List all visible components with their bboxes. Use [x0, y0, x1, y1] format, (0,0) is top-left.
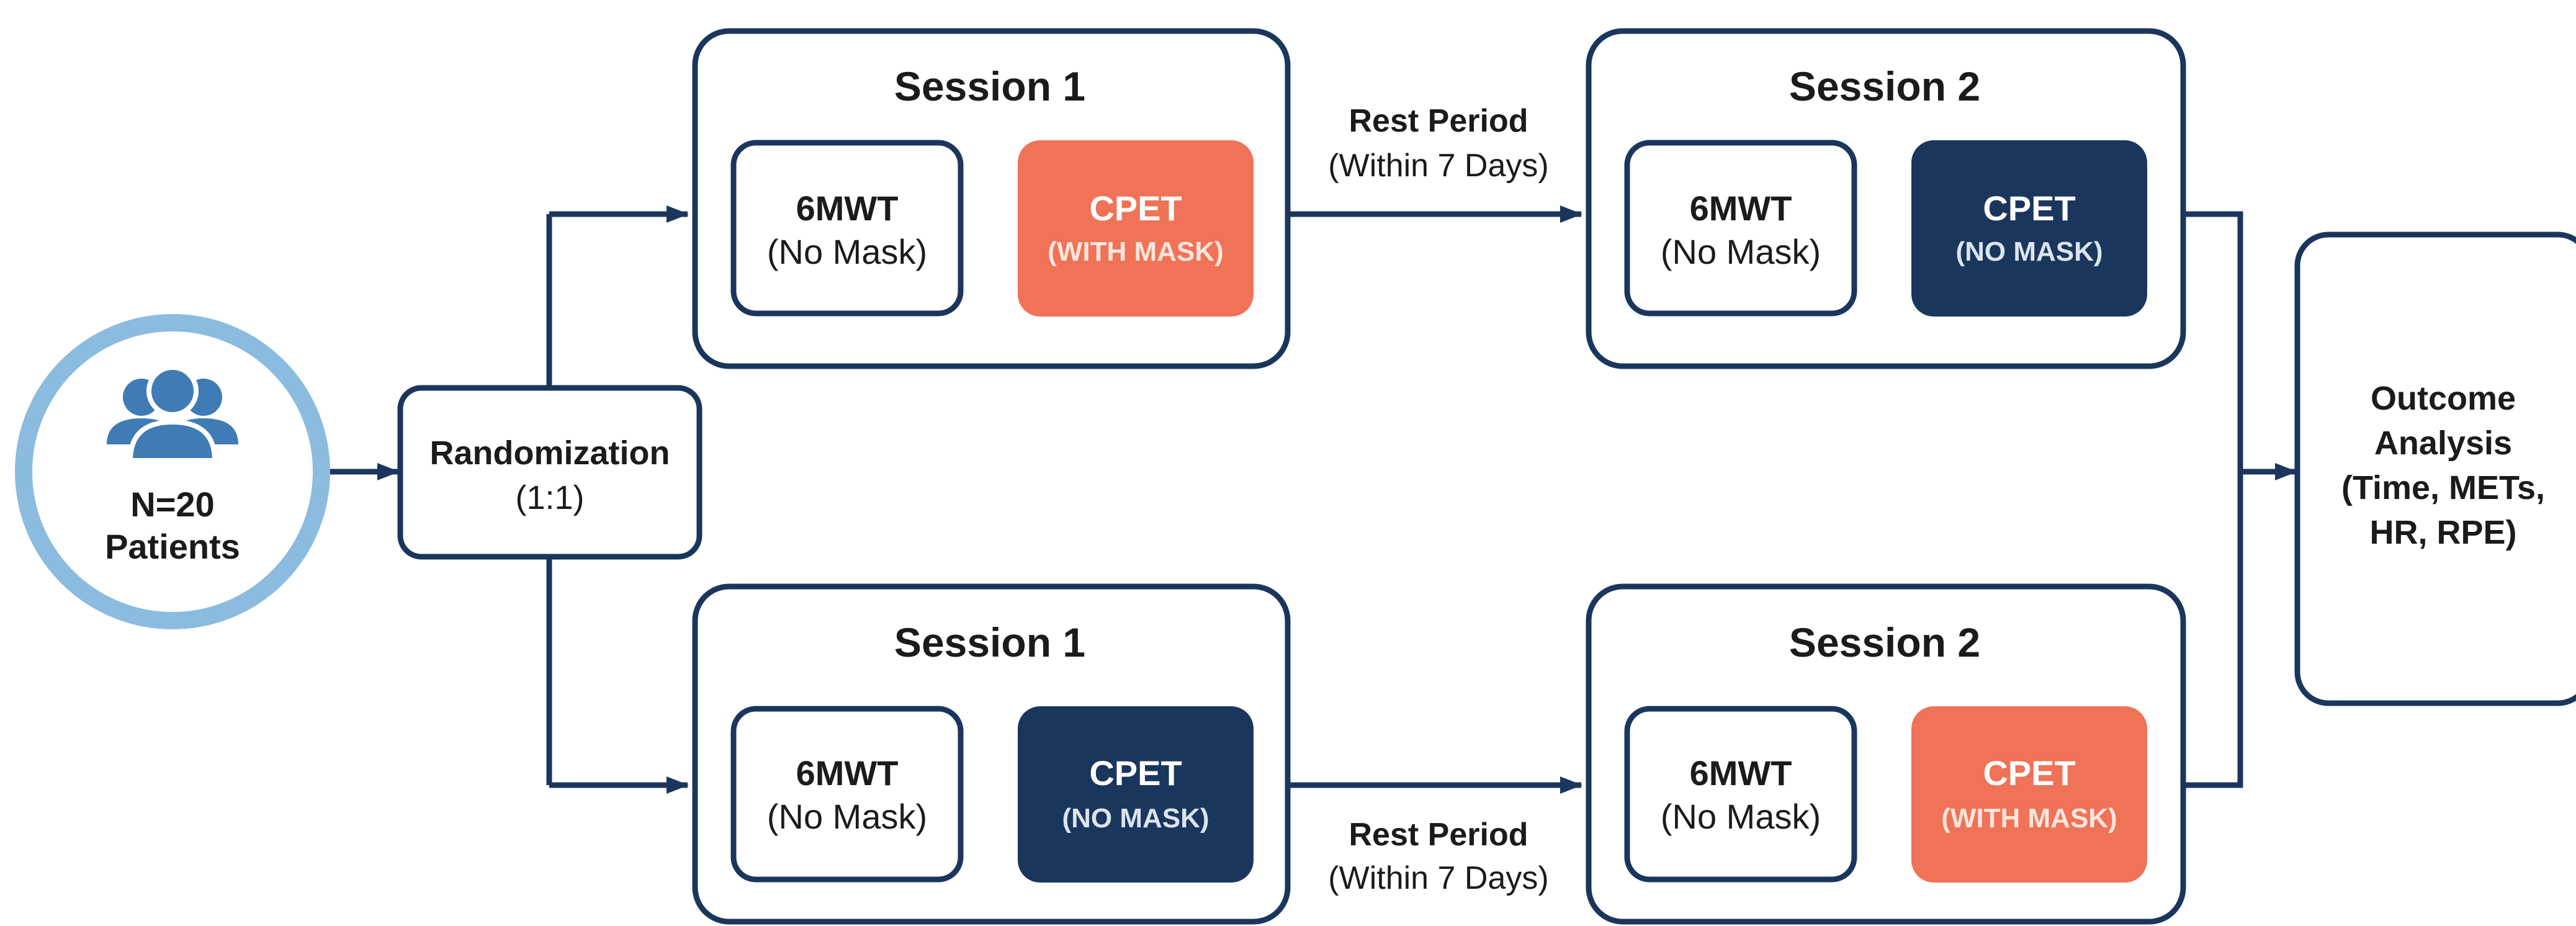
bottom-session2: Session 2 6MWT (No Mask) CPET (WITH MASK…	[1586, 583, 2186, 925]
bottom-session1-6mwt-box	[730, 706, 964, 883]
outcome-line3: (Time, METs,	[2341, 469, 2545, 506]
bottom-session2-6mwt-box	[1624, 706, 1857, 883]
top-session1-6mwt-note: (No Mask)	[767, 232, 927, 271]
line-top-merge	[2184, 211, 2243, 788]
top-session2-cpet-label: CPET	[1983, 189, 2075, 228]
top-session2-6mwt-box	[1624, 140, 1857, 317]
patients-node: N=20 Patients	[15, 314, 330, 629]
outcome-node: Outcome Analysis (Time, METs, HR, RPE)	[2294, 232, 2576, 706]
top-session1-6mwt-label: 6MWT	[796, 189, 899, 228]
randomization-ratio: (1:1)	[515, 479, 584, 516]
top-rest-period: Rest Period (Within 7 Days)	[1328, 103, 1548, 184]
people-group-icon	[107, 365, 238, 463]
patients-count-label: N=20	[130, 485, 214, 524]
outcome-line2: Analysis	[2374, 425, 2512, 462]
bottom-session1-6mwt-note: (No Mask)	[767, 797, 927, 836]
top-rest-period-note: (Within 7 Days)	[1328, 148, 1548, 184]
top-session2: Session 2 6MWT (No Mask) CPET (NO MASK)	[1586, 28, 2186, 369]
bottom-session1: Session 1 6MWT (No Mask) CPET (NO MASK)	[692, 583, 1291, 925]
outcome-line1: Outcome	[2371, 380, 2516, 417]
bottom-session1-6mwt-label: 6MWT	[796, 753, 899, 793]
bottom-session2-6mwt-note: (No Mask)	[1661, 797, 1821, 836]
top-rest-period-title: Rest Period	[1349, 103, 1528, 139]
bottom-session1-cpet-box	[1018, 706, 1254, 883]
top-session2-cpet-note: (NO MASK)	[1955, 236, 2103, 267]
bottom-session2-6mwt-label: 6MWT	[1690, 753, 1792, 793]
top-session2-cpet-box	[1911, 140, 2147, 317]
top-session1: Session 1 6MWT (No Mask) CPET (WITH MASK…	[692, 28, 1291, 369]
bottom-session2-cpet-label: CPET	[1983, 753, 2075, 793]
top-session1-6mwt-box	[730, 140, 964, 317]
bottom-session2-title: Session 2	[1789, 619, 1980, 665]
bottom-session2-cpet-box	[1911, 706, 2147, 883]
top-session1-cpet-label: CPET	[1089, 189, 1182, 228]
randomization-title: Randomization	[430, 434, 670, 472]
top-session2-6mwt-note: (No Mask)	[1661, 232, 1821, 271]
bottom-rest-period-note: (Within 7 Days)	[1328, 860, 1548, 896]
outcome-box	[2294, 232, 2576, 706]
top-session2-6mwt-label: 6MWT	[1690, 189, 1792, 228]
bottom-session1-title: Session 1	[894, 619, 1085, 665]
outcome-line4: HR, RPE)	[2369, 514, 2516, 551]
patients-label: Patients	[105, 527, 240, 566]
bottom-session1-cpet-label: CPET	[1089, 753, 1182, 793]
bottom-session1-cpet-note: (NO MASK)	[1062, 803, 1209, 834]
randomization-node: Randomization (1:1)	[397, 385, 702, 560]
top-session1-cpet-note: (WITH MASK)	[1048, 236, 1224, 267]
randomization-box	[397, 385, 702, 560]
bottom-session2-cpet-note: (WITH MASK)	[1941, 803, 2117, 834]
top-session2-title: Session 2	[1789, 63, 1980, 109]
bottom-rest-period-title: Rest Period	[1349, 817, 1528, 853]
top-session1-cpet-box	[1018, 140, 1254, 317]
top-session1-title: Session 1	[894, 63, 1085, 109]
bottom-rest-period: Rest Period (Within 7 Days)	[1328, 817, 1548, 896]
patients-circle	[15, 314, 330, 629]
